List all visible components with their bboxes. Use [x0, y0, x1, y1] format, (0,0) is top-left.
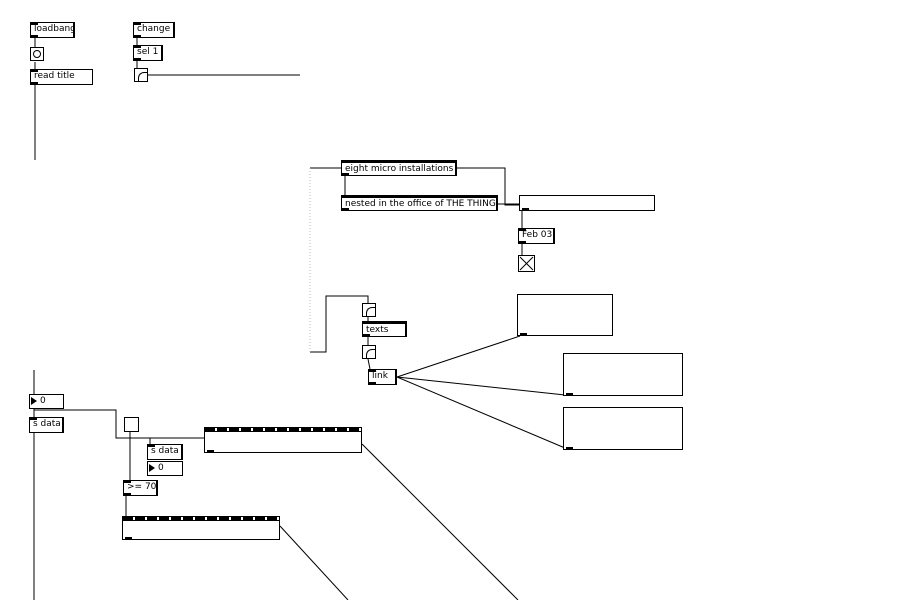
inlet: [124, 481, 131, 483]
loadbang-label: loadbang: [34, 24, 75, 34]
outlet: [566, 393, 573, 395]
textedit-box-5[interactable]: [204, 427, 362, 453]
button-mid-1[interactable]: [362, 303, 376, 317]
installations-message[interactable]: eight micro installations: [341, 160, 457, 176]
s-data-object-mid[interactable]: s data: [147, 444, 183, 460]
link-label: link: [372, 371, 388, 381]
outlet: [519, 241, 526, 243]
textedit-box-3[interactable]: [563, 353, 683, 396]
inlet: [31, 23, 38, 25]
read-title-message[interactable]: read title: [30, 69, 93, 85]
textedit-box-4[interactable]: [563, 407, 683, 450]
toggle-checked[interactable]: [518, 255, 535, 272]
textbox-top-stripe: [205, 428, 361, 432]
button-arc-icon: [366, 307, 376, 317]
inlet: [30, 418, 37, 420]
inlet: [519, 229, 526, 231]
number-arrow-icon: [31, 397, 37, 405]
button-top[interactable]: [134, 68, 148, 82]
outlet: [124, 493, 131, 495]
number-box-mid[interactable]: 0: [147, 461, 183, 476]
outlet: [369, 382, 376, 384]
inlet: [134, 46, 141, 48]
inlet: [134, 23, 141, 25]
button-arc-icon: [138, 72, 148, 82]
textedit-box-2[interactable]: [517, 294, 613, 336]
number-arrow-icon: [149, 464, 155, 472]
date-label: Feb 03: [522, 230, 553, 240]
button-arc-icon: [366, 349, 376, 359]
outlet: [342, 208, 349, 210]
inlet: [31, 70, 38, 72]
textedit-box-6[interactable]: [122, 516, 280, 540]
outlet: [31, 35, 38, 37]
outlet: [342, 173, 349, 175]
outlet: [522, 208, 529, 210]
sel-label: sel 1: [137, 47, 159, 57]
button-mid-2[interactable]: [362, 345, 376, 359]
outlet: [566, 447, 573, 449]
bang-button[interactable]: [30, 47, 44, 61]
inlet: [369, 370, 376, 372]
outlet: [134, 58, 141, 60]
loadbang-object[interactable]: loadbang: [30, 22, 75, 38]
texts-object[interactable]: texts: [362, 321, 407, 337]
number-box-top[interactable]: 0: [29, 394, 64, 409]
bang-circle-icon: [33, 50, 41, 58]
outlet: [125, 537, 132, 539]
s-data-mid-label: s data: [151, 446, 179, 456]
compare-label: >= 70: [127, 482, 157, 492]
installations-label: eight micro installations: [345, 164, 454, 174]
inlet: [148, 445, 155, 447]
read-title-label: read title: [34, 71, 75, 81]
number-mid-value: 0: [158, 463, 164, 473]
toggle-bottom[interactable]: [124, 417, 139, 432]
date-message[interactable]: Feb 03: [518, 228, 555, 244]
textbox-top-stripe: [123, 517, 279, 521]
sel-object[interactable]: sel 1: [133, 45, 163, 61]
compare-object[interactable]: >= 70: [123, 480, 158, 496]
outlet: [31, 82, 38, 84]
outlet: [363, 334, 370, 336]
number-top-value: 0: [40, 396, 46, 406]
nested-message[interactable]: nested in the office of THE THING: [341, 195, 498, 211]
outlet: [134, 35, 141, 37]
textedit-box-1[interactable]: [519, 195, 655, 211]
link-object[interactable]: link: [368, 369, 397, 385]
outlet: [207, 450, 214, 452]
change-label: change: [137, 24, 171, 34]
change-object[interactable]: change: [133, 22, 175, 38]
nested-label: nested in the office of THE THING: [345, 199, 496, 209]
s-data-object-left[interactable]: s data: [29, 417, 64, 433]
outlet: [520, 333, 527, 335]
x-icon: [519, 256, 534, 271]
s-data-left-label: s data: [33, 419, 61, 429]
texts-label: texts: [366, 325, 389, 335]
